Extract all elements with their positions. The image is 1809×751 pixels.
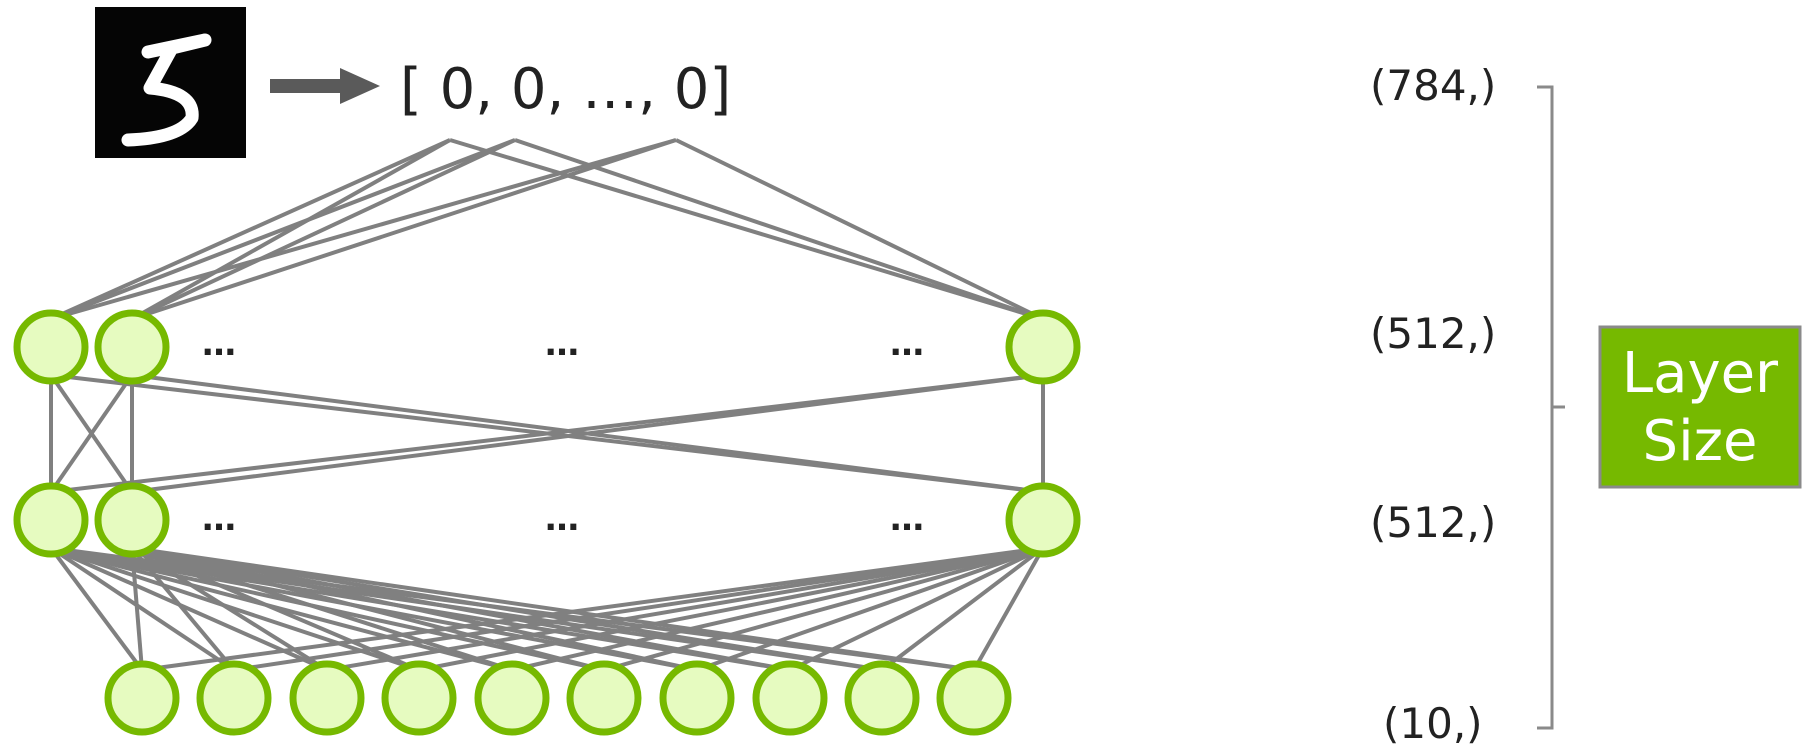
layer-size-box-line-2: Size (1643, 409, 1758, 474)
hidden-2-neuron (1005, 482, 1081, 558)
hidden-2-to-output-edge (972, 547, 1045, 671)
output-neuron (659, 660, 735, 736)
input-to-hidden-1-edge (514, 138, 1044, 321)
output-neuron (474, 660, 550, 736)
hidden-2-to-output-edge (131, 546, 975, 672)
arrow-right-icon (270, 68, 380, 104)
hidden-1-neuron (94, 309, 170, 385)
neurons (13, 309, 1081, 736)
layer-size-box: Layer Size (1598, 325, 1802, 489)
hidden-2-to-output-edge (789, 546, 1044, 672)
hidden-2-ellipsis-middle: … (545, 499, 581, 539)
hidden-1-to-hidden-2-edge (131, 373, 1044, 494)
hidden-1-neuron (1005, 309, 1081, 385)
hidden-2-neuron (94, 482, 170, 558)
hidden-2-to-output-edge (49, 546, 236, 672)
output-neuron (752, 660, 828, 736)
output-neuron (566, 660, 642, 736)
hidden-1-to-hidden-2-edge (49, 373, 134, 494)
connections (49, 138, 1045, 672)
input-vector-label: [ 0, 0, …, 0] (400, 57, 731, 122)
hidden-2-to-output-edge (233, 546, 1044, 672)
hidden-2-ellipsis-left: … (202, 499, 238, 539)
output-neuron (844, 660, 920, 736)
hidden-1-ellipsis-right: … (890, 324, 926, 364)
layer-size-output: (10,) (1383, 699, 1483, 748)
input-to-hidden-1-edge (449, 138, 1044, 321)
output-neuron (196, 660, 272, 736)
layer-size-box-line-1: Layer (1622, 341, 1779, 406)
layer-size-hidden-2: (512,) (1370, 498, 1496, 547)
layer-size-input: (784,) (1370, 61, 1496, 110)
layer-size-bracket (1537, 85, 1565, 730)
hidden-2-to-output-edge (130, 547, 144, 671)
hidden-2-ellipsis-right: … (890, 499, 926, 539)
input-to-hidden-1-edge (131, 138, 516, 321)
output-neuron (289, 660, 365, 736)
hidden-1-neuron (13, 309, 89, 385)
hidden-2-to-output-edge (696, 546, 1044, 672)
layer-size-hidden-1: (512,) (1370, 309, 1496, 358)
hidden-1-ellipsis-left: … (202, 324, 238, 364)
hidden-2-to-output-edge (603, 546, 1044, 672)
hidden-2-to-output-edge (141, 546, 1044, 672)
output-neuron (104, 660, 180, 736)
input-to-hidden-1-edge (50, 138, 677, 321)
hidden-2-to-output-edge (49, 546, 144, 672)
input-to-hidden-1-edge (50, 138, 516, 321)
input-to-hidden-1-edge (131, 138, 677, 321)
output-neuron (936, 660, 1012, 736)
input-to-hidden-1-edge (131, 138, 451, 321)
hidden-2-to-output-edge (880, 546, 1045, 672)
hidden-2-to-output-edge (511, 546, 1044, 672)
input-to-hidden-1-edge (675, 138, 1044, 321)
hidden-2-neuron (13, 482, 89, 558)
output-neuron (381, 660, 457, 736)
input-to-hidden-1-edge (50, 138, 451, 321)
hidden-2-to-output-edge (326, 546, 1044, 672)
hidden-2-to-output-edge (418, 546, 1044, 672)
handwritten-digit-5-icon (95, 7, 246, 158)
hidden-2-to-output-edge (130, 546, 236, 672)
hidden-1-ellipsis-middle: … (545, 324, 581, 364)
